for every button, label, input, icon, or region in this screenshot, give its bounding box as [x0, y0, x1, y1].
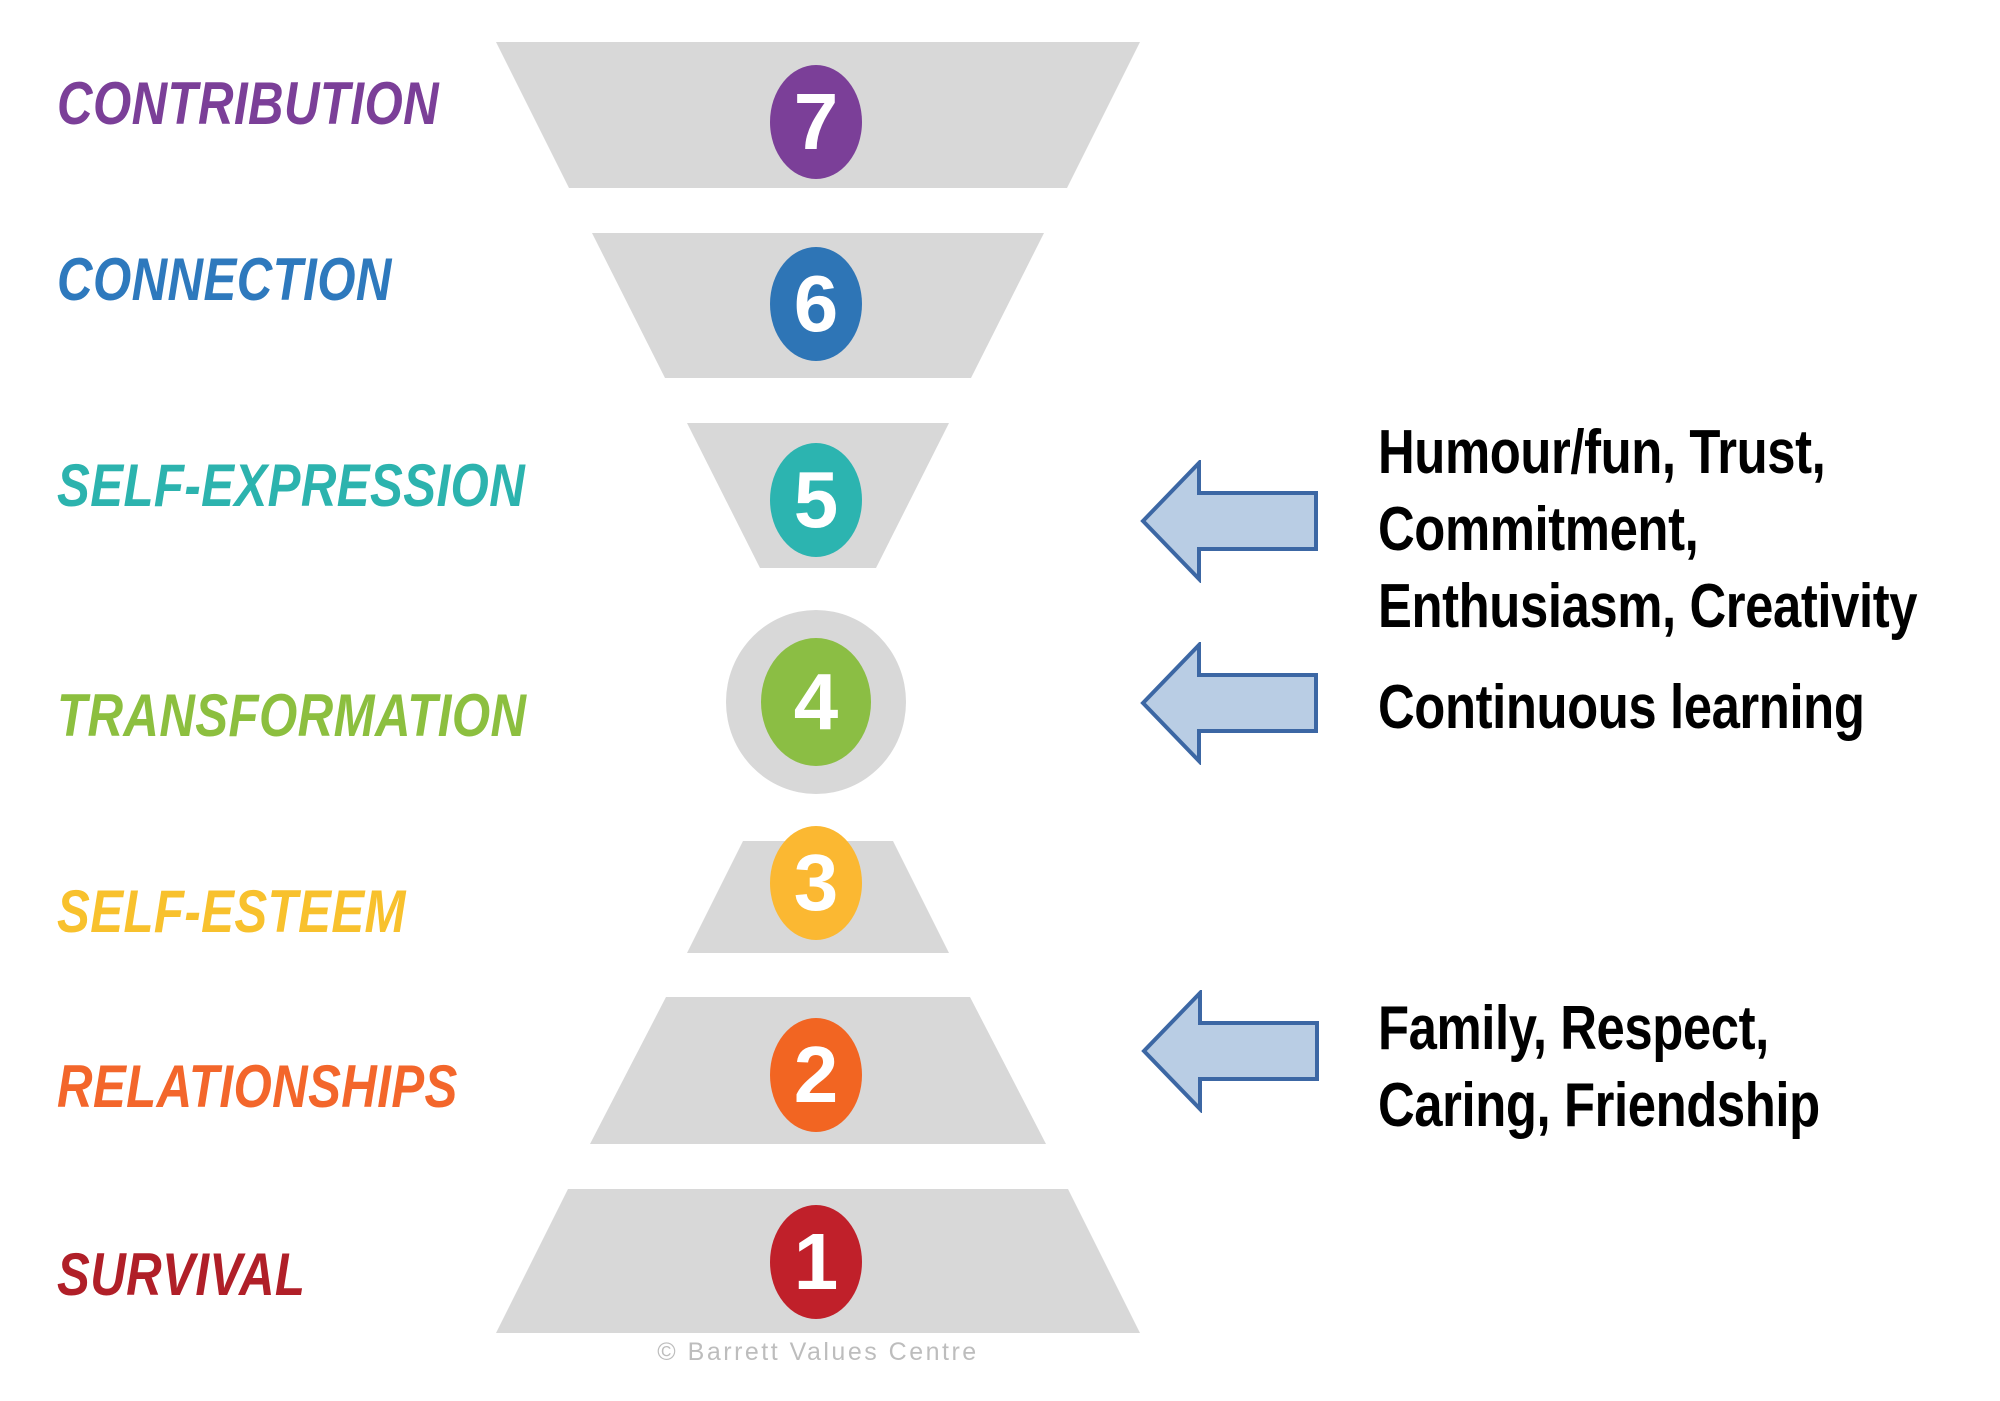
level-badge-5: 5 — [770, 443, 862, 557]
left-arrow-icon — [1140, 642, 1318, 765]
annotation-line: Caring, Friendship — [1378, 1071, 1820, 1140]
badge-number: 3 — [793, 838, 839, 927]
badge-number: 6 — [793, 259, 839, 348]
annotation-relationships-values: Family, Respect, Caring, Friendship — [1378, 990, 1820, 1144]
annotation-line: Humour/fun, Trust, — [1378, 418, 1826, 487]
annotation-transformation-values: Continuous learning — [1378, 669, 1865, 746]
level-label-connection: CONNECTION — [57, 246, 392, 313]
level-badge-7: 7 — [770, 65, 862, 179]
level-badge-3: 3 — [770, 826, 862, 940]
badge-number: 5 — [793, 455, 839, 544]
annotation-line: Continuous learning — [1378, 673, 1865, 742]
annotation-self-expression-values: Humour/fun, Trust, Commitment, Enthusias… — [1378, 414, 1918, 645]
level-badge-1: 1 — [770, 1205, 862, 1319]
annotation-line: Family, Respect, — [1378, 994, 1769, 1063]
annotation-line: Enthusiasm, Creativity — [1378, 572, 1918, 641]
level-badge-6: 6 — [770, 247, 862, 361]
badge-number: 4 — [793, 657, 839, 746]
level-label-self-esteem: SELF-ESTEEM — [57, 878, 406, 945]
copyright-text: © Barrett Values Centre — [657, 1338, 979, 1366]
left-arrow-icon — [1140, 460, 1318, 583]
badge-number: 1 — [793, 1217, 839, 1306]
left-arrow-shape — [1140, 460, 1318, 583]
level-label-contribution: CONTRIBUTION — [57, 70, 440, 137]
left-arrow-icon — [1141, 990, 1319, 1113]
badge-number: 7 — [793, 77, 839, 166]
badge-number: 2 — [793, 1030, 839, 1119]
annotation-line: Commitment, — [1378, 495, 1699, 564]
level-label-survival: SURVIVAL — [57, 1241, 306, 1308]
left-arrow-shape — [1140, 642, 1318, 765]
level-label-self-expression: SELF-EXPRESSION — [57, 452, 526, 519]
level-badge-2: 2 — [770, 1018, 862, 1132]
level-label-relationships: RELATIONSHIPS — [57, 1053, 458, 1120]
level-label-transformation: TRANSFORMATION — [57, 682, 527, 749]
left-arrow-shape — [1141, 990, 1319, 1113]
level-badge-4: 4 — [761, 638, 871, 766]
